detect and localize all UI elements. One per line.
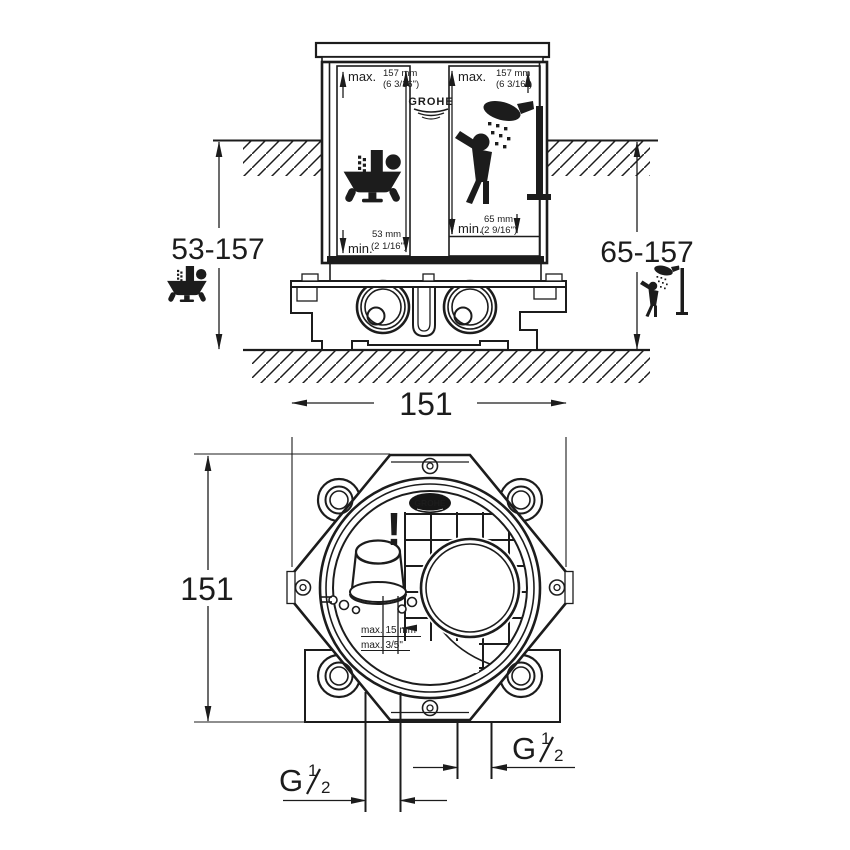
width-value: 151 xyxy=(399,386,452,422)
bath-max-metric: 157 mm xyxy=(383,68,417,79)
thread-numerator: 1 xyxy=(308,761,317,780)
protrusion-imperial: max. 3/5" xyxy=(361,640,403,651)
front-view: 151 151 xyxy=(180,386,575,812)
body-hook-right xyxy=(533,286,557,300)
bath-icon-small xyxy=(167,266,207,303)
shower-depth-annotations: max. 157 mm (6 3/16") 65 mm min. (2 9/16… xyxy=(448,68,540,238)
thread-size-right: G 1 2 xyxy=(413,729,575,771)
shower-icon-small xyxy=(640,263,688,317)
bath-min-label: min. xyxy=(348,241,373,256)
thread-denominator: 2 xyxy=(321,778,330,797)
bath-min-imperial: (2 1/16") xyxy=(371,241,407,252)
protrusion-metric: max. 15 mm xyxy=(361,625,416,636)
bath-depth-annotations: max. 157 mm (6 3/16") 53 mm min. (2 1/16… xyxy=(339,68,419,256)
bath-min-metric: 53 mm xyxy=(372,229,401,240)
grohe-badge: GROHE xyxy=(409,493,451,513)
shower-depth-range-value: 65-157 xyxy=(600,236,693,269)
wall-section-bottom xyxy=(243,348,650,383)
shower-min-metric: 65 mm xyxy=(484,214,513,225)
tile-corner-cut xyxy=(537,514,562,542)
dimension-height: 151 xyxy=(180,455,234,722)
thread-size-left: G 1 2 xyxy=(279,761,447,804)
side-view: max. 157 mm (6 3/16") 53 mm min. (2 1/16… xyxy=(167,41,694,383)
box-cap xyxy=(314,41,551,59)
shower-max-label: max. xyxy=(458,69,486,84)
shower-max-metric: 157 mm xyxy=(496,68,530,79)
flange-screws xyxy=(294,457,566,717)
cartridge-housing xyxy=(321,539,418,615)
side-tab-right xyxy=(564,570,574,605)
side-tab-left xyxy=(286,570,296,605)
height-value: 151 xyxy=(180,571,233,607)
warning-exclamation: ! xyxy=(386,503,401,555)
bath-panel xyxy=(336,65,411,257)
thread-denominator-right: 2 xyxy=(554,746,563,765)
thread-letter-right: G xyxy=(512,731,536,766)
grohe-badge-text: GROHE xyxy=(414,498,446,508)
body-hook-left xyxy=(296,286,318,302)
mounting-ear-holes xyxy=(324,485,536,691)
bath-depth-range-value: 53-157 xyxy=(171,233,264,266)
shower-min-label: min. xyxy=(458,221,483,236)
valve-port xyxy=(418,536,522,640)
inlet-port-left xyxy=(355,279,411,335)
center-channel xyxy=(412,287,436,338)
dimension-shower-depth-range: 65-157 xyxy=(600,141,694,350)
wall-section-left xyxy=(213,139,325,176)
dimension-width: 151 xyxy=(291,386,567,422)
bath-max-imperial: (6 3/16") xyxy=(383,79,419,90)
shower-max-imperial: (6 3/16") xyxy=(496,79,532,90)
housing-interior xyxy=(402,512,562,673)
protrusion-note: max. 15 mm max. 3/5" xyxy=(361,596,421,654)
rough-in-body-section xyxy=(290,263,567,351)
mounting-plate xyxy=(290,280,567,288)
bath-max-label: max. xyxy=(348,69,376,84)
wall-section-right xyxy=(547,139,658,176)
thread-letter: G xyxy=(279,763,303,798)
dimension-bath-depth-range: 53-157 xyxy=(167,141,265,350)
thread-numerator-right: 1 xyxy=(541,729,550,748)
inlet-port-right xyxy=(442,279,498,335)
shower-min-imperial: (2 9/16") xyxy=(481,225,517,236)
